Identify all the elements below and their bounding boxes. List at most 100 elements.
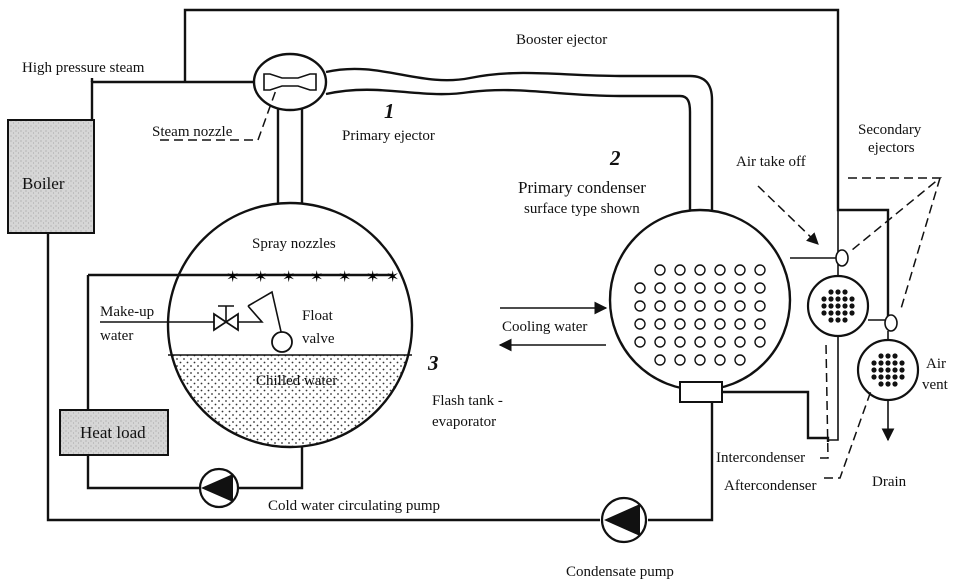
tube-dot — [835, 296, 841, 302]
heat-load-label: Heat load — [80, 423, 146, 442]
condenser-tube — [634, 336, 646, 348]
tube-dot — [892, 374, 898, 380]
tube-dot — [878, 374, 884, 380]
condenser-tube — [754, 282, 766, 294]
tube-dot — [885, 353, 891, 359]
condenser-tube — [674, 318, 686, 330]
condenser-tube — [674, 336, 686, 348]
cooling-water-label: Cooling water — [502, 319, 587, 335]
tube-dot — [842, 310, 848, 316]
chilled-water-label: Chilled water — [256, 373, 337, 389]
tube-dot — [878, 360, 884, 366]
surface-type-label: surface type shown — [524, 201, 640, 217]
condenser-tube — [714, 300, 726, 312]
condenser-tube — [634, 318, 646, 330]
tube-dot — [842, 296, 848, 302]
condenser-tube — [694, 264, 706, 276]
tube-dot — [842, 303, 848, 309]
condenser-tube — [694, 300, 706, 312]
tube-dot — [828, 317, 834, 323]
tube-dot — [885, 381, 891, 387]
spray-nozzles-label: Spray nozzles — [252, 236, 336, 252]
condenser-tube — [694, 282, 706, 294]
primary-condenser-label: Primary condenser — [518, 178, 646, 197]
tube-dot — [821, 310, 827, 316]
tube-dot — [899, 360, 905, 366]
tube-dot — [849, 303, 855, 309]
condenser-tube — [654, 318, 666, 330]
condenser-tube — [714, 264, 726, 276]
tube-dot — [828, 310, 834, 316]
tube-dot — [878, 381, 884, 387]
label-number-2: 2 — [609, 146, 621, 170]
condenser-tube — [654, 300, 666, 312]
condenser-tube — [734, 354, 746, 366]
condenser-tube — [734, 300, 746, 312]
booster-ejector-pipe — [325, 67, 714, 212]
tube-dot — [835, 303, 841, 309]
condenser-tube — [714, 282, 726, 294]
booster-ejector-label: Booster ejector — [516, 32, 607, 48]
air-vent-label-line2: vent — [922, 377, 949, 393]
tube-dot — [871, 360, 877, 366]
condenser-tube — [714, 318, 726, 330]
condenser-tube — [754, 300, 766, 312]
condenser-tube — [654, 354, 666, 366]
tube-dot — [878, 353, 884, 359]
tube-dot — [828, 296, 834, 302]
booster-steam-pipe — [90, 8, 890, 320]
make-up-water-label-line1: Make-up — [100, 304, 154, 320]
condenser-tube — [654, 282, 666, 294]
intercondenser — [806, 249, 888, 441]
condenser-tube — [714, 336, 726, 348]
condenser-tube — [654, 264, 666, 276]
tube-dot — [821, 303, 827, 309]
cold-water-pump — [198, 467, 240, 509]
tube-dot — [821, 296, 827, 302]
condenser-tube — [634, 300, 646, 312]
tube-dot — [885, 374, 891, 380]
condenser-tube — [734, 318, 746, 330]
secondary-ejectors-label-line1: Secondary — [858, 122, 922, 138]
air-take-off-leader — [757, 185, 819, 245]
condensate-pump — [600, 496, 648, 544]
condenser-tube — [734, 264, 746, 276]
tube-dot — [885, 367, 891, 373]
primary-ejector — [252, 52, 328, 204]
tube-dot — [878, 367, 884, 373]
aftercondenser — [856, 314, 920, 442]
spray-nozzle-icon: ✶ — [226, 267, 239, 286]
secondary-ejectors-label-line2: ejectors — [868, 140, 915, 156]
condenser-tube — [674, 300, 686, 312]
air-take-off-label: Air take off — [736, 154, 806, 170]
condenser-tube — [674, 264, 686, 276]
condenser-tube — [694, 354, 706, 366]
aftercondenser-leader — [824, 387, 873, 479]
condenser-tube — [694, 336, 706, 348]
tube-dot — [871, 374, 877, 380]
condenser-tube — [654, 336, 666, 348]
condenser-tube — [694, 318, 706, 330]
chilled-water-loop — [86, 275, 304, 490]
spray-nozzle-icon: ✶ — [282, 267, 295, 286]
primary-ejector-label: Primary ejector — [342, 128, 435, 144]
intercondenser-leader — [820, 343, 829, 459]
condenser-tube — [634, 282, 646, 294]
air-vent-label-line1: Air — [926, 356, 946, 372]
tube-dot — [892, 367, 898, 373]
condenser-tube — [714, 354, 726, 366]
steam-nozzle-icon — [263, 73, 317, 91]
flash-tank-label-line2: evaporator — [432, 414, 496, 430]
high-pressure-steam-label: High pressure steam — [22, 60, 145, 76]
condenser-tube — [754, 264, 766, 276]
tube-dot — [842, 317, 848, 323]
tube-dot — [835, 289, 841, 295]
spray-nozzle-icon: ✶ — [310, 267, 323, 286]
boiler — [7, 119, 95, 234]
condenser-tube — [734, 336, 746, 348]
steam-nozzle-leader — [160, 89, 277, 141]
condenser-tube — [674, 354, 686, 366]
make-up-water-label-line2: water — [100, 328, 133, 344]
intercondenser-label: Intercondenser — [716, 450, 805, 466]
